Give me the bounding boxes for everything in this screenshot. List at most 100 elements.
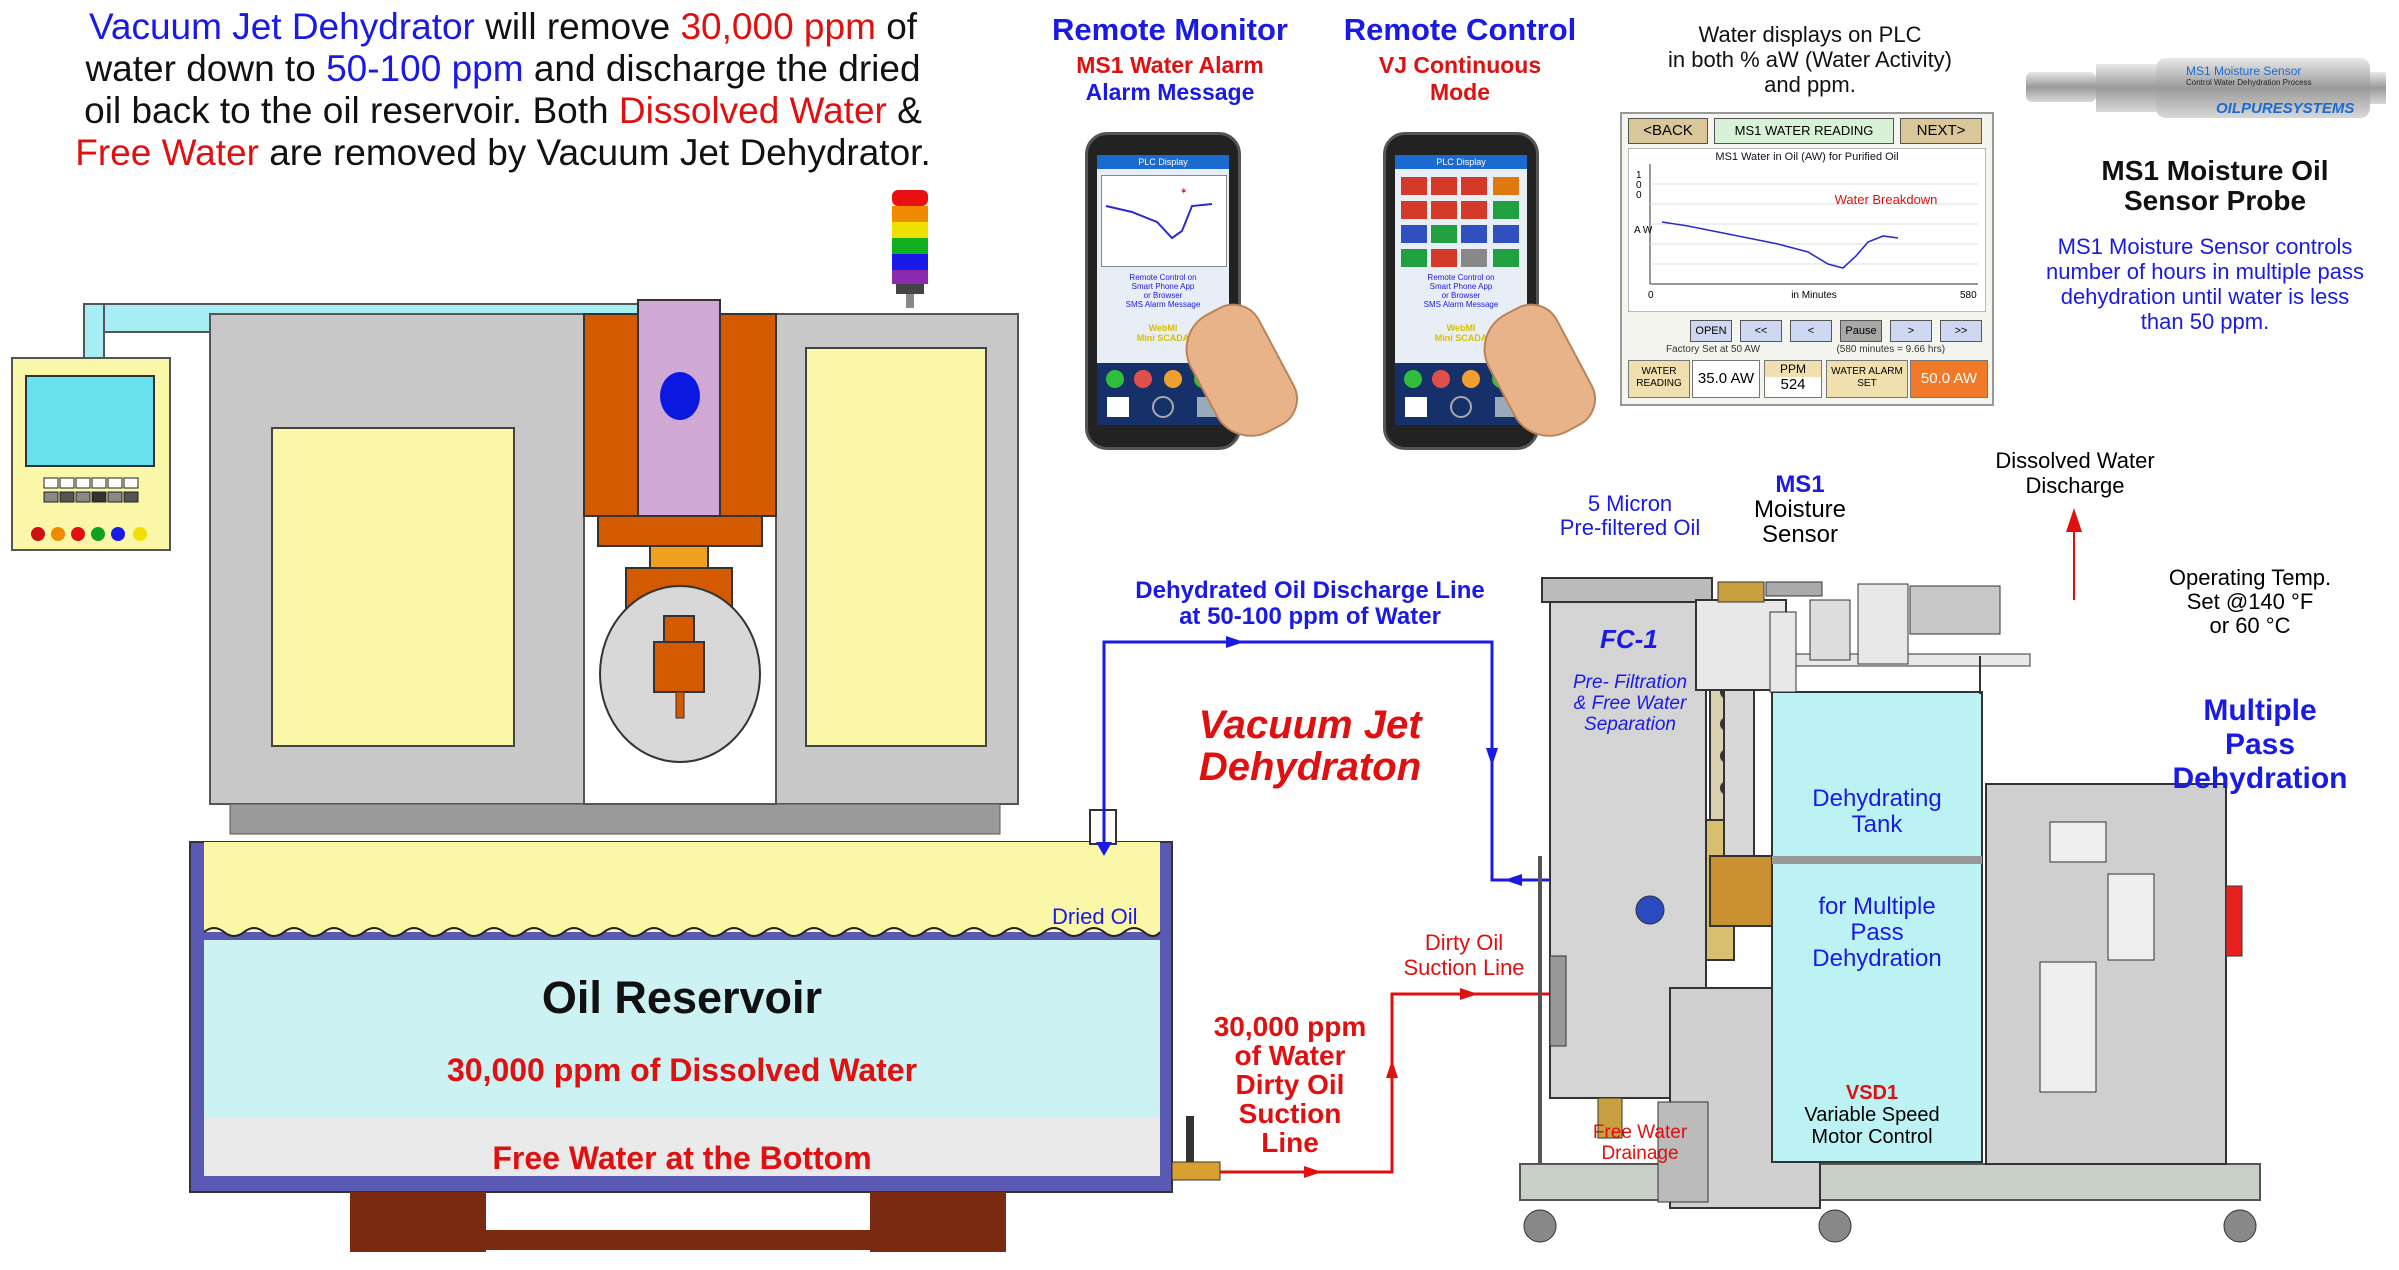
phone-caption: Remote Control on Smart Phone App or Bro…	[1423, 273, 1499, 309]
home-button	[1152, 396, 1174, 418]
plc-rewind-button[interactable]: <<	[1740, 320, 1782, 342]
remote-monitor-title: Remote Monitor MS1 Water Alarm Alarm Mes…	[1052, 12, 1288, 105]
machine-and-reservoir	[11, 190, 1221, 1252]
header-line-4: Free Water are removed by Vacuum Jet Deh…	[75, 132, 931, 173]
clock-icon	[1462, 370, 1480, 388]
red-button[interactable]	[71, 527, 85, 541]
plc-x-max: 580	[1960, 290, 1977, 301]
apple-icon	[1107, 397, 1129, 417]
dried-oil-label: Dried Oil	[1052, 904, 1138, 929]
signal-tower	[892, 190, 928, 308]
spindle-head	[583, 299, 777, 763]
moisture-sensor-probe	[2026, 58, 2386, 118]
clock-icon	[1164, 370, 1182, 388]
dehydrating-tank	[1771, 691, 1983, 1163]
reservoir-title: Oil Reservoir	[541, 972, 823, 1023]
yellow-button[interactable]	[133, 527, 147, 541]
plc-breakdown-label: Water Breakdown	[1835, 192, 1938, 207]
caster-wheel	[1818, 1209, 1852, 1243]
photos-icon	[1134, 370, 1152, 388]
phone-icon	[1404, 370, 1422, 388]
plc-title: MS1 WATER READING	[1714, 118, 1894, 144]
orange-button[interactable]	[51, 527, 65, 541]
left-window	[271, 427, 515, 747]
plc-open-button[interactable]: OPEN	[1690, 320, 1732, 342]
phone-caption: Remote Control on Smart Phone App or Bro…	[1125, 273, 1201, 309]
photos-icon	[1432, 370, 1450, 388]
caster-wheel	[2223, 1209, 2257, 1243]
probe-brand: OILPURESYSTEMS	[2216, 100, 2355, 117]
plc-note: Water displays on PLC in both % aW (Wate…	[1667, 22, 1953, 97]
plc-forward-step-button[interactable]: >	[1890, 320, 1932, 342]
plc-x-min: 0	[1648, 290, 1654, 301]
control-button-grid	[1399, 175, 1523, 271]
home-button	[1450, 396, 1472, 418]
discharge-valve	[1909, 585, 2001, 635]
plc-y-tick: 0	[1636, 180, 1642, 191]
blue-indicator	[660, 372, 700, 420]
remote-control-title: Remote Control VJ Continuous Mode	[1343, 12, 1577, 105]
phone-icon	[1106, 370, 1124, 388]
discharge-arrow	[2066, 508, 2082, 532]
cnc-control-panel	[11, 357, 171, 551]
phone-remote-monitor: PLC Display ✶ Remote Control on Smart Ph…	[1085, 132, 1309, 451]
plc-y-tick: 1	[1636, 170, 1642, 181]
svg-text:✶: ✶	[1180, 186, 1188, 196]
vacuum-jet-dehydrator	[1519, 577, 2261, 1243]
valve-handle[interactable]	[1186, 1116, 1194, 1162]
plc-chart-title: MS1 Water in Oil (AW) for Purified Oil	[1715, 151, 1898, 163]
emergency-stop-button[interactable]	[2225, 885, 2243, 957]
plc-back-button[interactable]: <BACK	[1628, 118, 1708, 144]
plc-y-tick: 0	[1636, 190, 1642, 201]
dissolved-water-label: 30,000 ppm of Dissolved Water	[446, 1052, 918, 1088]
red-button[interactable]	[31, 527, 45, 541]
plc-y-label: A W	[1634, 225, 1653, 236]
green-button[interactable]	[91, 527, 105, 541]
plc-alarm-value: 50.0 AW	[1910, 360, 1988, 398]
gauge	[1635, 895, 1665, 925]
plc-footnote: Factory Set at 50 AW (580 minutes = 9.66…	[1665, 344, 1946, 355]
header-description: Vacuum Jet Dehydrator will remove 30,000…	[8, 6, 998, 174]
plc-display: <BACK MS1 WATER READING NEXT> MS1 Water …	[1620, 112, 1994, 406]
plc-fast-forward-button[interactable]: >>	[1940, 320, 1982, 342]
plc-next-button[interactable]: NEXT>	[1900, 118, 1982, 144]
blue-button[interactable]	[111, 527, 125, 541]
header-line-2: water down to 50-100 ppm and discharge t…	[85, 48, 921, 89]
apple-icon	[1405, 397, 1427, 417]
oil-reservoir	[189, 841, 1173, 1193]
phone-screen: PLC Display Remote Control on Smart Phon…	[1395, 155, 1527, 425]
free-water-label: Free Water at the Bottom	[492, 1140, 872, 1176]
plc-pause-button[interactable]: Pause	[1840, 320, 1882, 342]
fc1-label: FC-1	[1600, 624, 1658, 654]
plc-aw-value: 35.0 AW	[1692, 360, 1760, 398]
phone-chart: ✶	[1101, 175, 1227, 267]
plc-water-curve	[1661, 221, 1899, 269]
plc-x-label: in Minutes	[1791, 290, 1837, 301]
plc-back-step-button[interactable]: <	[1790, 320, 1832, 342]
header-line-1: Vacuum Jet Dehydrator will remove 30,000…	[88, 6, 918, 47]
phone-remote-control: PLC Display Remote Control on Smart Phon…	[1383, 132, 1607, 451]
drain-valve[interactable]	[1597, 1097, 1623, 1139]
phone-chart-line: ✶	[1105, 186, 1213, 240]
